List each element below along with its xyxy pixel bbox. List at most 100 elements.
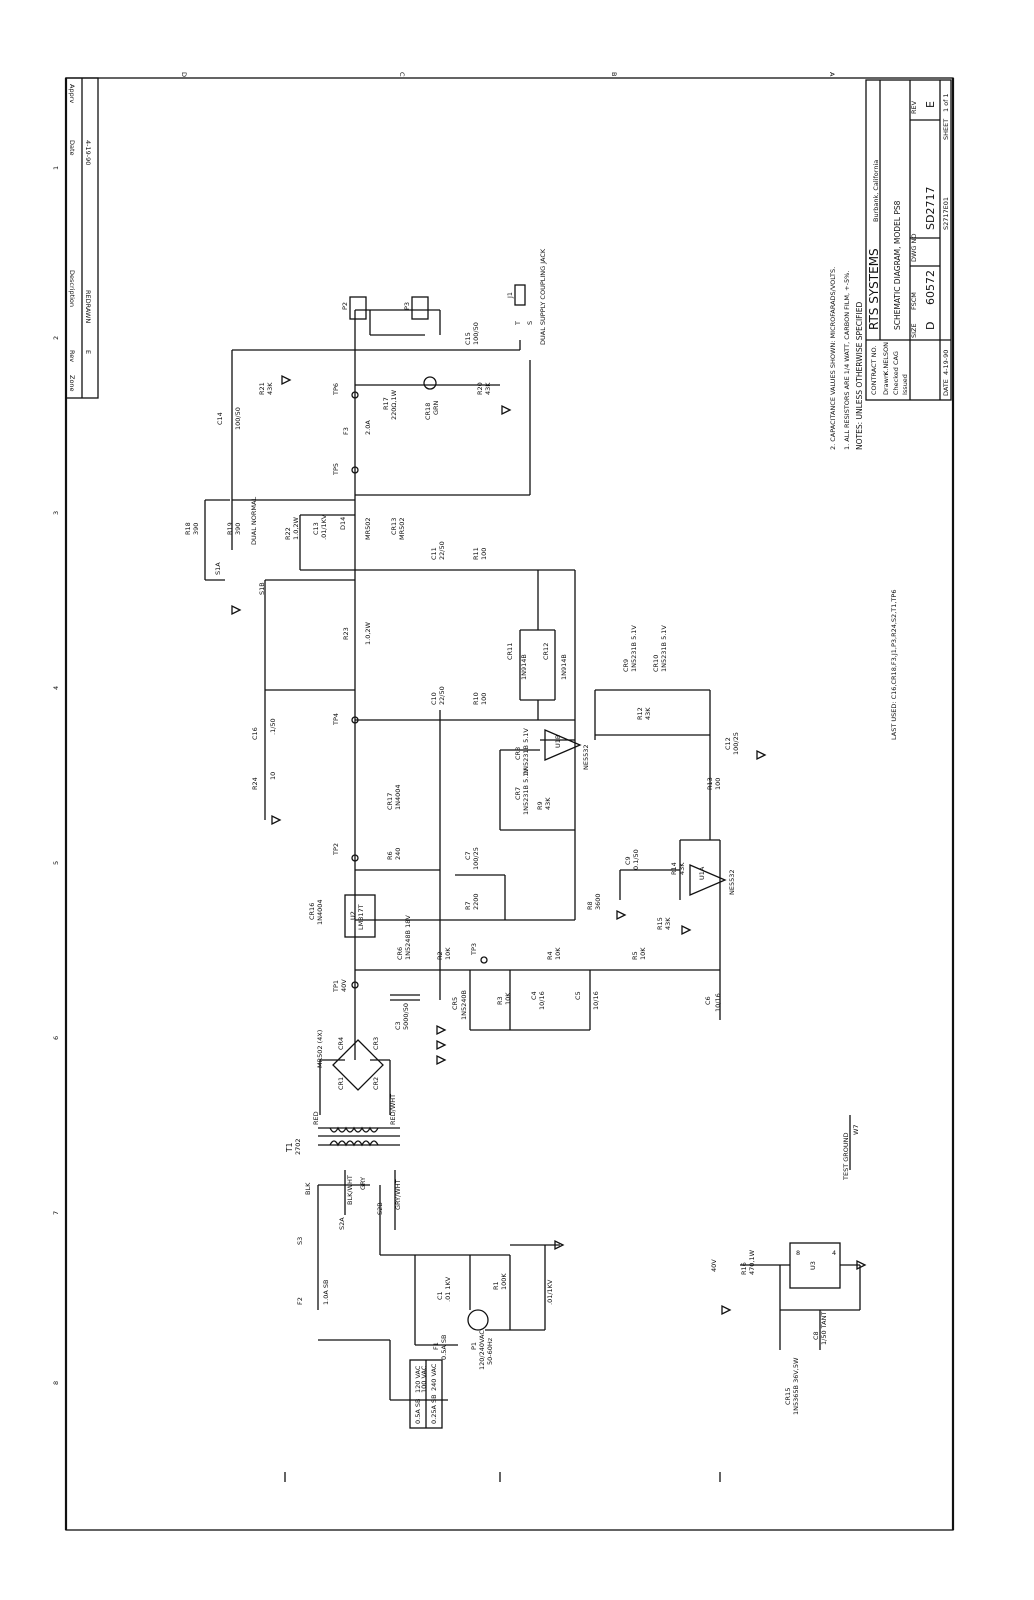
plug-p1 <box>467 1309 489 1331</box>
r8-label: R8 <box>586 901 594 910</box>
c8-label: C8 <box>812 1331 820 1340</box>
regulator-u2: U2 LM317T CR16 1N4004 <box>308 894 376 938</box>
zone-col: 8 <box>52 1381 60 1385</box>
c16-label: C16 <box>251 727 259 740</box>
cr18-value: GRN <box>432 400 440 415</box>
r16-value: 470,1W <box>748 1249 756 1275</box>
p3-label: P3 <box>403 302 411 310</box>
size-label: SIZE <box>910 323 918 338</box>
s1b-label: S1B <box>258 582 266 595</box>
s2a-label: S2A <box>338 1217 346 1230</box>
cr15-label: CR15 <box>784 1388 792 1405</box>
rev-letter: E <box>84 350 92 354</box>
transformer-t1: T1 2702 BLK BLK/WHT GRY GRY/WHT RED RED/… <box>285 1094 402 1210</box>
c13-value: .01/1KV <box>320 514 328 540</box>
r14-label: R14 <box>670 862 678 875</box>
u3-label: U3 <box>809 1261 817 1270</box>
wire-blkwht: BLK/WHT <box>346 1175 354 1205</box>
zone-row: B <box>610 72 618 76</box>
zone-col: 3 <box>52 511 60 515</box>
r24-value: 10 <box>269 772 277 780</box>
c1-value: .01 1KV <box>444 1276 452 1302</box>
r10-value: 100 <box>480 693 488 705</box>
t1-label: T1 <box>285 1142 294 1153</box>
fuse-table-cell: 0.25A SB <box>430 1394 438 1424</box>
u3-pin4: 4 <box>832 1249 836 1257</box>
note-2: 2. CAPACITANCE VALUES SHOWN: MICROFARADS… <box>829 267 837 450</box>
tp2-label: TP2 <box>332 843 340 856</box>
ic-u3: U3 8 4 <box>789 1242 841 1289</box>
checked-by: CAG <box>892 351 900 365</box>
c9-label: C9 <box>624 856 632 865</box>
rev-label: REV <box>910 100 918 114</box>
test-point-tp4 <box>351 716 359 724</box>
r5-value: 10K <box>639 947 647 960</box>
c7-label: C7 <box>464 851 472 860</box>
r23-label: R23 <box>342 627 350 640</box>
cr7-label: CR7 <box>514 787 522 800</box>
zone-row: D <box>180 72 188 77</box>
cr8-value: 1N5231B 5.1V <box>522 728 530 775</box>
test-point-tp5 <box>351 466 359 474</box>
c4-value: 10/16 <box>538 991 546 1010</box>
c10-label: C10 <box>430 692 438 705</box>
cr10-label: CR10 <box>652 655 660 672</box>
cr16-label: CR16 <box>308 903 316 920</box>
j1-description: DUAL SUPPLY COUPLING JACK <box>539 248 547 345</box>
u1b-value: NE5532 <box>582 744 590 770</box>
r11-value: 100 <box>480 548 488 560</box>
zone-col: 4 <box>52 686 60 690</box>
dwg-label: DWG NO <box>910 233 918 262</box>
r21-label: R21 <box>258 382 266 395</box>
c15-label: C15 <box>464 332 472 345</box>
r19-value: 390 <box>234 523 242 535</box>
cr16-value: 1N4004 <box>316 899 324 925</box>
dual-normal-label: DUAL NORMAL <box>250 497 258 545</box>
fuse-table-cell: 120 VAC <box>414 1365 422 1393</box>
cr11-label: CR11 <box>506 643 514 660</box>
p1-label: P1 <box>470 1342 478 1350</box>
j1-tip: T <box>514 321 522 326</box>
r21-value: 43K <box>266 382 274 395</box>
size-value: D <box>924 322 937 330</box>
zone-col: 5 <box>52 861 60 865</box>
drawing-title: SCHEMATIC DIAGRAM, MODEL PS8 <box>893 200 902 330</box>
cr8-label: CR8 <box>514 747 522 760</box>
zone-row: A <box>828 72 836 77</box>
c11-value: 22/50 <box>438 541 446 560</box>
r15-label: R15 <box>656 917 664 930</box>
c5-value: 10/16 <box>592 991 600 1010</box>
notes: NOTES: UNLESS OTHERWISE SPECIFIED 1. ALL… <box>829 267 898 740</box>
last-used-note: LAST USED: C16,CR18,F3,J1,P3,R24,S2,T1,T… <box>890 590 898 740</box>
connector-p3: P3 <box>403 296 429 320</box>
c8-value: 1/50 TANT <box>820 1312 828 1345</box>
r9-value: 43K <box>544 797 552 810</box>
r20-label: R20 <box>476 382 484 395</box>
c5-label: C5 <box>574 991 582 1000</box>
tp4-label: TP4 <box>332 713 340 726</box>
p1-frequency: 50-60Hz <box>486 1337 494 1365</box>
c15-value: 100/50 <box>472 322 480 345</box>
r12-value: 43K <box>644 707 652 720</box>
wire-gry: GRY <box>359 1177 367 1190</box>
r2-label: R2 <box>436 951 444 960</box>
r20-value: 43K <box>484 382 492 395</box>
sheet-label: SHEET <box>942 119 950 140</box>
c3-value: 5000/50 <box>402 1003 410 1030</box>
f3-value: 2.0A <box>364 420 372 435</box>
rev-header-apprv: Apprv <box>68 84 76 103</box>
zone-col: 7 <box>52 1211 60 1215</box>
tp5-label: TP5 <box>332 463 340 476</box>
fuse-table-cell: 240 VAC <box>430 1363 438 1391</box>
zone-col: 6 <box>52 1036 60 1040</box>
rev-header-zone: Zone <box>68 375 76 392</box>
u2-label: U2 <box>349 911 357 920</box>
f3-label: F3 <box>342 427 350 435</box>
cr9-label: CR9 <box>622 659 630 672</box>
c11-label: C11 <box>430 547 438 560</box>
w7-label: W7 <box>852 1124 860 1135</box>
r18-label: R18 <box>184 522 192 535</box>
note-1: 1. ALL RESISTORS ARE 1/4 WATT, CARBON FI… <box>843 271 851 450</box>
issued-label: Issued <box>901 374 909 395</box>
